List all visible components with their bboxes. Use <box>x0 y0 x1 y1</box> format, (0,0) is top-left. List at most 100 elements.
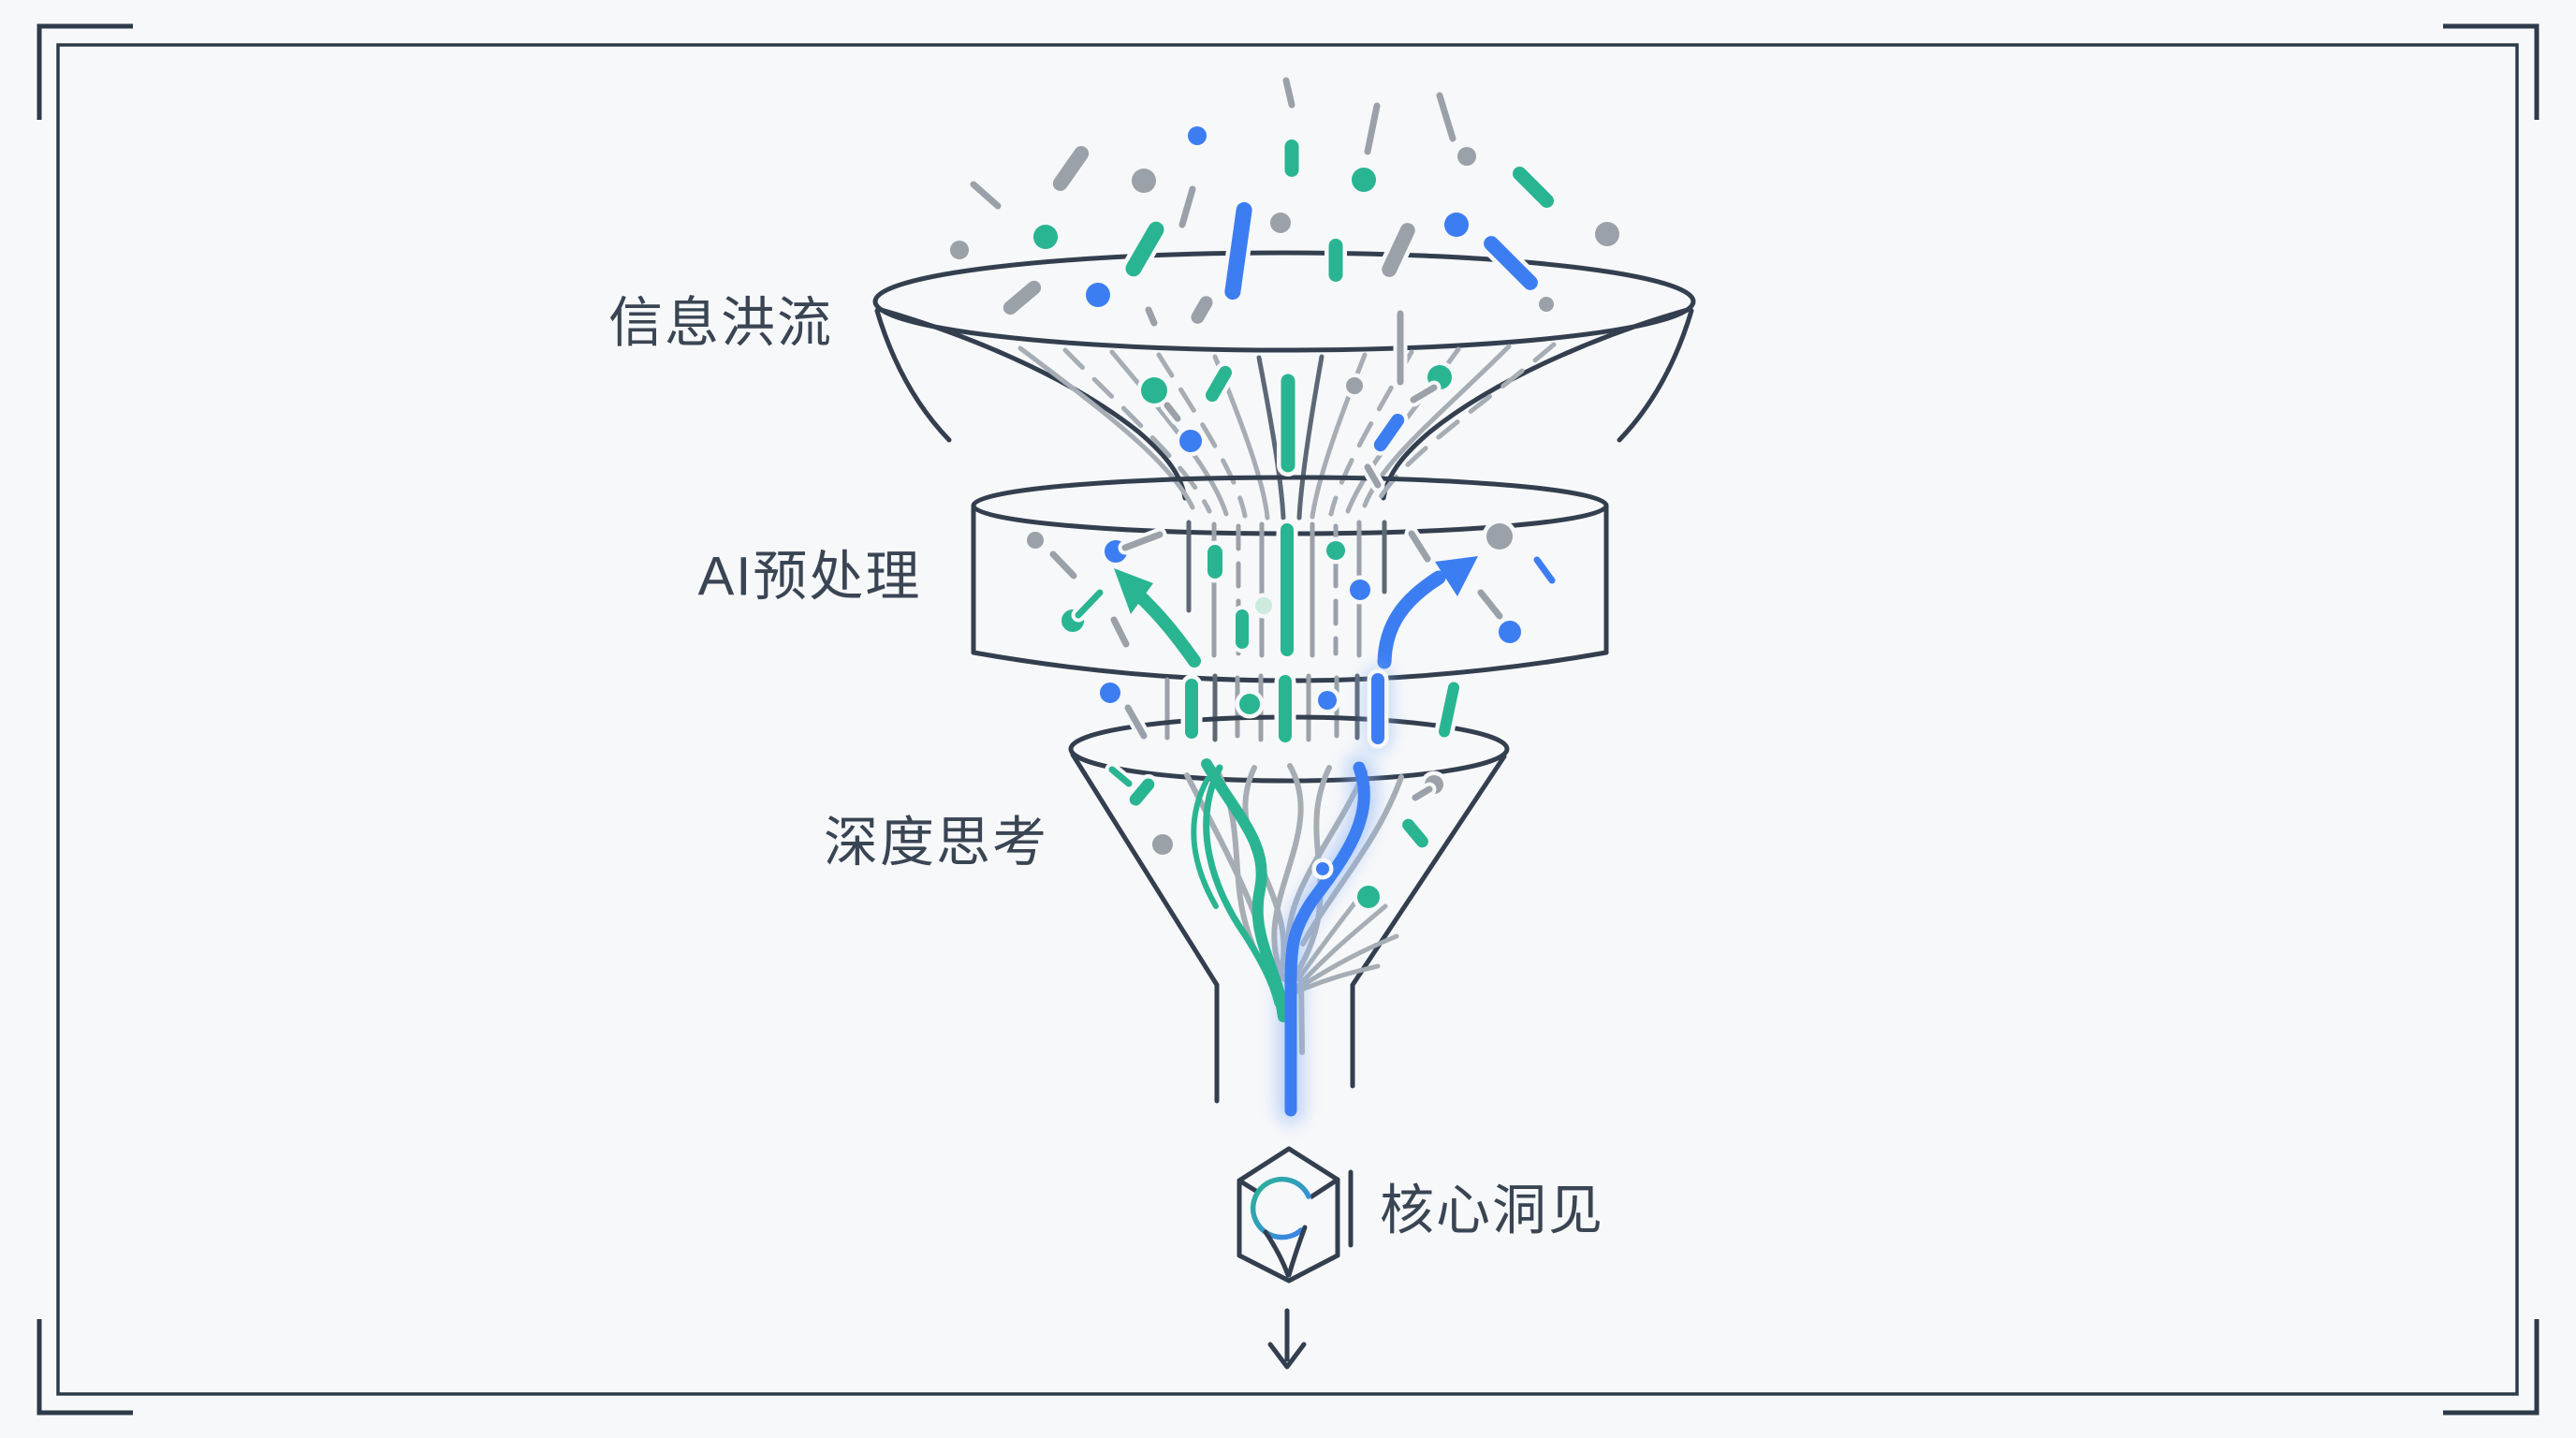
particle-dot <box>1086 283 1110 307</box>
particle-pill <box>1281 374 1295 473</box>
cone-right-side <box>1350 754 1507 1089</box>
bell-flare-right <box>1617 308 1694 443</box>
particle-pill <box>1371 673 1384 744</box>
stream-line <box>1256 355 1286 521</box>
particle-pill <box>1224 201 1252 301</box>
particle-dot <box>1132 169 1156 193</box>
label-deep-thinking: 深度思考 <box>824 813 1048 873</box>
particle-pill <box>1125 221 1164 277</box>
particle-pill <box>1185 679 1198 739</box>
particle-dot <box>1444 213 1469 237</box>
label-core-insight: 核心洞见 <box>1380 1181 1604 1241</box>
particle-dot <box>1188 126 1207 145</box>
particle-dot <box>1141 377 1167 404</box>
particle-dot <box>1179 430 1202 452</box>
particle-pill <box>1281 523 1294 656</box>
cube-icon <box>1237 1146 1354 1284</box>
particle-slash <box>1412 785 1433 801</box>
particle-slash <box>1108 766 1133 787</box>
particle-pill <box>1373 413 1405 452</box>
particle-dot <box>1357 886 1380 908</box>
particle-pill <box>1236 609 1249 649</box>
particle-slash <box>1408 530 1431 563</box>
gradient-swirl-pin-icon <box>1251 1176 1311 1240</box>
particle-slash <box>1364 463 1382 489</box>
particle-dot <box>1239 694 1260 714</box>
stream-line <box>1328 349 1414 517</box>
particle-pill <box>1439 682 1459 738</box>
down-arrow-icon <box>1267 1308 1307 1370</box>
thinking-flow-lines <box>1184 752 1404 1126</box>
particle-slash <box>1178 185 1196 228</box>
label-information-flood: 信息洪流 <box>608 293 833 354</box>
stream-line <box>1017 345 1195 510</box>
braid-line <box>1296 903 1388 988</box>
particle-slash <box>1533 556 1556 584</box>
frame-corner-top-left <box>37 23 133 120</box>
braid-line <box>1271 763 1304 982</box>
funnel-top-bell <box>872 250 1696 501</box>
particle-dot <box>1100 682 1120 703</box>
particle-dot <box>1346 377 1363 394</box>
particle-dot <box>1027 532 1044 549</box>
particle-pill <box>1003 280 1042 315</box>
particle-dot <box>1326 541 1345 560</box>
blue-arrow-icon <box>1377 556 1478 669</box>
braid-line <box>1295 933 1399 991</box>
particle-slash <box>1436 92 1456 142</box>
particle-dot <box>1318 691 1337 710</box>
particle-slash <box>1364 102 1381 155</box>
particle-dot <box>1316 862 1329 875</box>
particle-slash <box>1282 77 1295 109</box>
particle-dot <box>1539 297 1554 312</box>
particle-pill <box>1402 818 1428 848</box>
stream-line <box>1296 354 1325 521</box>
particle-slash <box>1121 531 1164 551</box>
stream-line <box>1375 342 1557 505</box>
particle-pill <box>1208 545 1222 579</box>
particle-slash <box>1145 306 1158 327</box>
particle-slash <box>1110 616 1130 648</box>
bell-neck-left <box>875 306 1188 501</box>
particle-dot <box>1255 597 1272 614</box>
particle-slash <box>1124 704 1148 740</box>
bell-neck-right <box>1381 306 1693 501</box>
particle-slash <box>1164 402 1181 422</box>
blue-flow-line <box>1284 761 1370 1117</box>
swirl-backdrop <box>1254 1178 1312 1236</box>
particle-slash <box>1477 589 1503 620</box>
particle-pill <box>1206 365 1232 403</box>
frame-corner-bottom-left <box>37 1319 133 1416</box>
stage-labels: 信息洪流 AI预处理 深度思考 核心洞见 <box>608 293 1604 1241</box>
green-flow-line <box>1201 758 1289 1022</box>
frame-corner-bottom-right <box>2443 1319 2539 1416</box>
particle-dot <box>1352 168 1376 192</box>
particle-pill <box>1284 139 1299 177</box>
frame-corner-top-right <box>2443 23 2539 120</box>
particle-dot <box>1595 222 1619 246</box>
green-arrow-icon <box>1114 568 1201 668</box>
particle-dot <box>1270 213 1291 233</box>
stream-line <box>1156 352 1248 519</box>
particle-pill <box>1382 223 1415 277</box>
particle-dot <box>1457 147 1476 166</box>
particle-slash <box>1075 589 1104 619</box>
information-particles <box>945 73 1624 913</box>
particle-dot <box>1350 580 1370 600</box>
particle-slash <box>1049 550 1077 580</box>
green-flow-line <box>1191 776 1219 909</box>
bell-flare-left <box>874 308 952 443</box>
particle-dot <box>1152 834 1173 855</box>
particle-dot <box>1033 225 1058 249</box>
cone-left-side <box>1070 752 1220 1104</box>
frame-rect <box>56 43 2519 1396</box>
particle-pill <box>1279 675 1292 742</box>
particle-pill <box>1328 239 1343 282</box>
particle-slash <box>1410 384 1438 404</box>
label-ai-preprocess: AI预处理 <box>698 547 922 608</box>
particle-pill <box>1052 146 1090 191</box>
particle-dot <box>1499 621 1521 643</box>
page-frame <box>37 23 2539 1416</box>
particle-dot <box>950 241 969 259</box>
green-flow-line <box>1203 764 1281 1007</box>
